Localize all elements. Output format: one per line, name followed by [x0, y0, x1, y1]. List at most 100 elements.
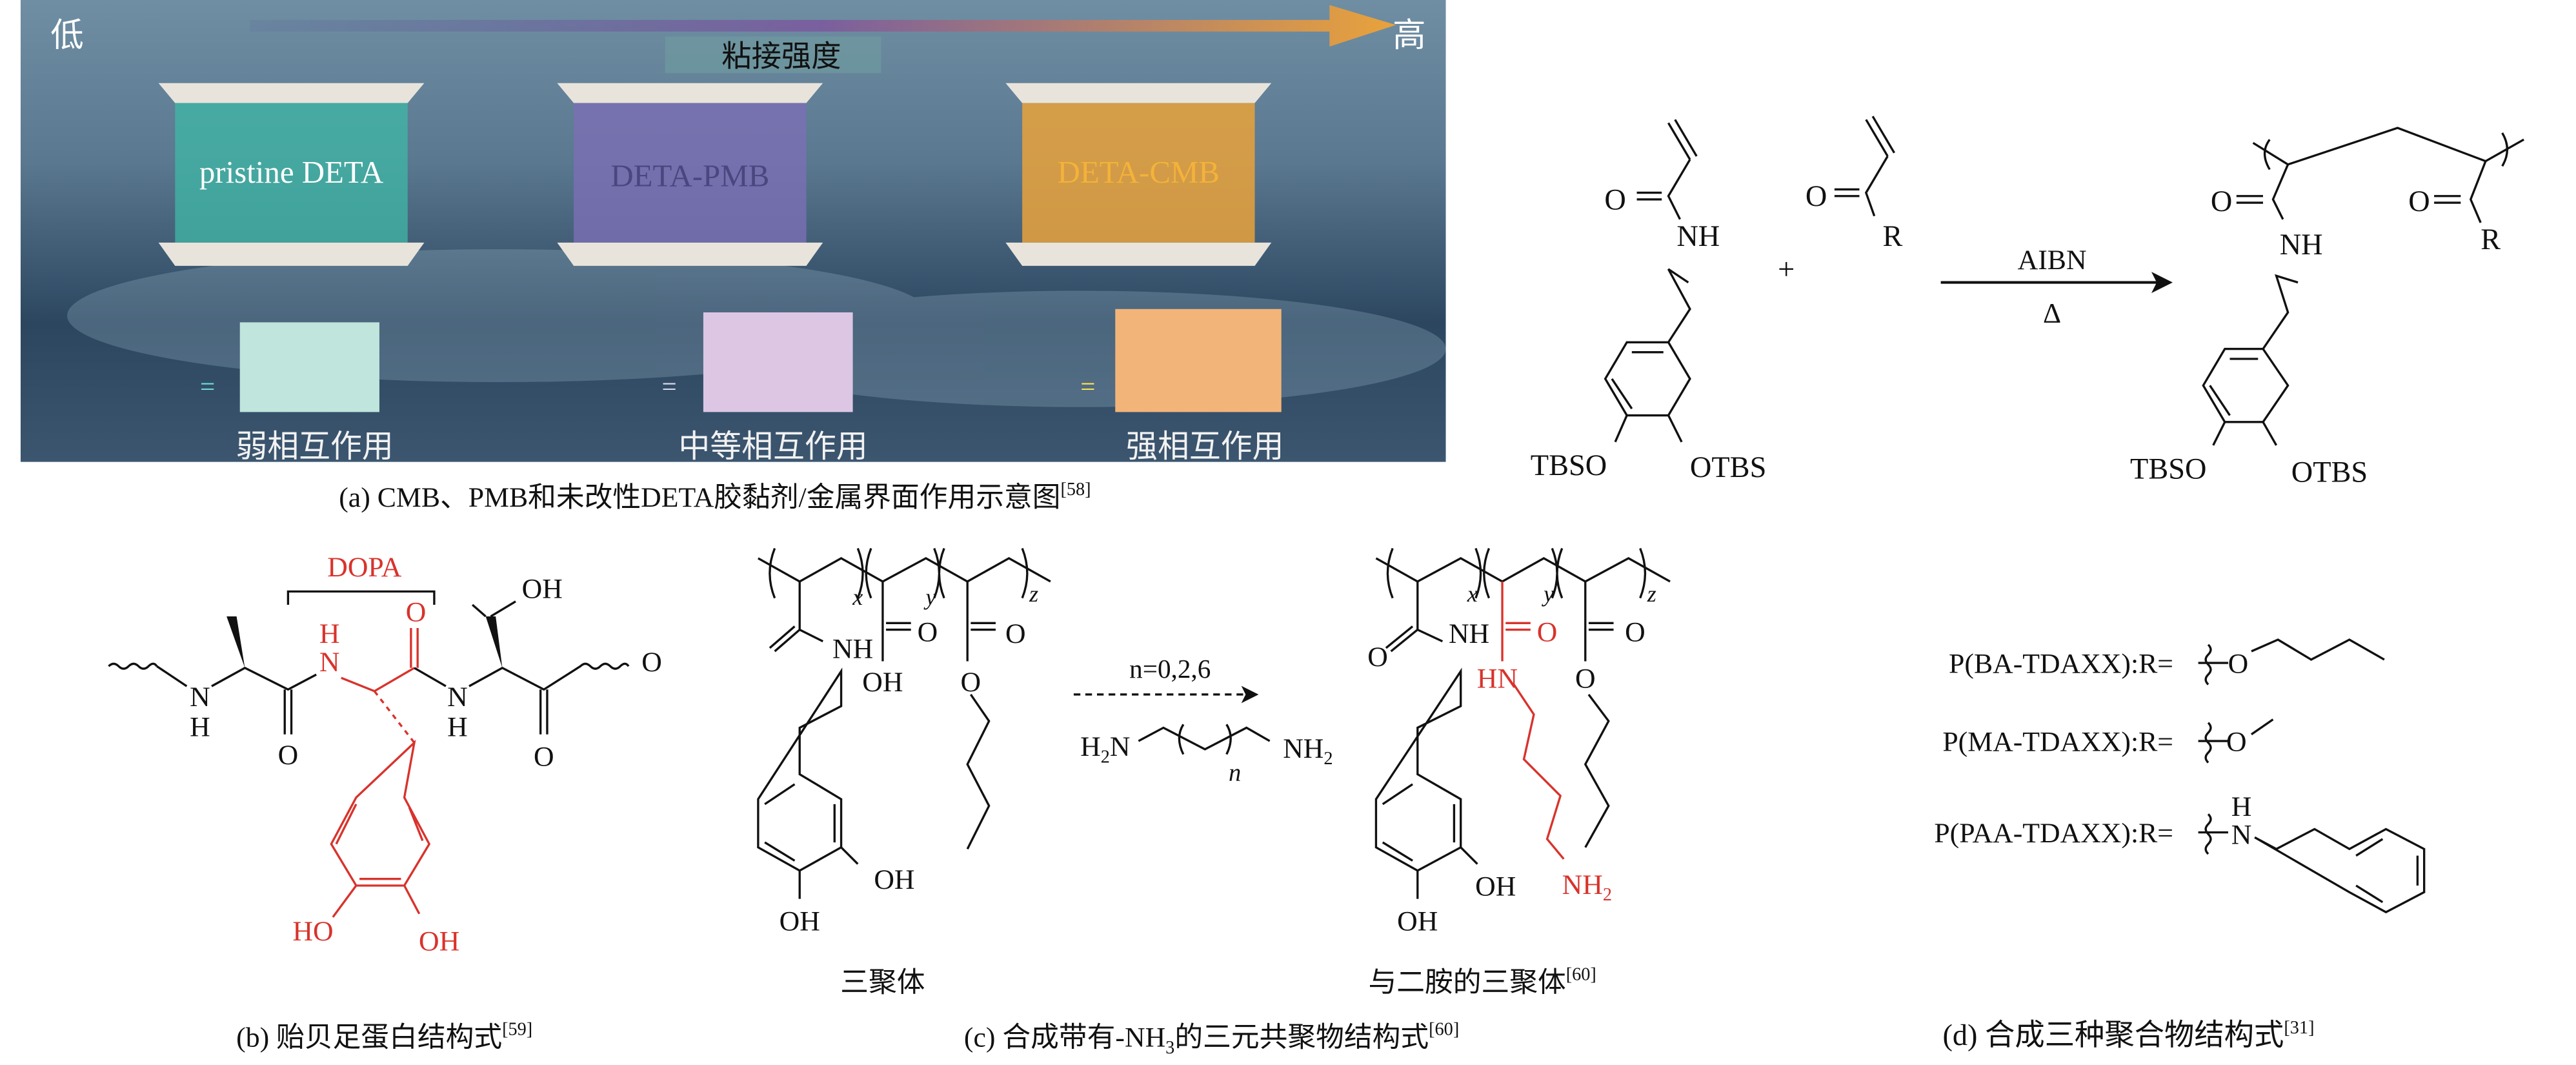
diamine: H2N n NH2 [1080, 724, 1333, 787]
atom-label: H [319, 618, 340, 649]
nh2-label: NH2 [1283, 733, 1333, 769]
atom-label: O [1367, 642, 1388, 673]
high-label: 高 [1393, 17, 1425, 54]
atom-label: NH [1449, 618, 1489, 649]
low-label: 低 [50, 17, 83, 54]
atom-label: O [2226, 726, 2247, 757]
heat-label: Δ [2043, 298, 2061, 329]
atom-label: R [1883, 220, 1903, 253]
sample-label: pristine DETA [199, 154, 383, 190]
plus-sign: + [1778, 253, 1795, 286]
panel-a: 低 高 粘接强度 pristine DETA DETA-PMB DETA-CMB… [20, 0, 1446, 513]
atom-label: NH2 [1562, 869, 1612, 905]
atom-label: N [319, 647, 340, 678]
subscript-n: n [1229, 760, 1241, 787]
atom-label: R [2480, 223, 2501, 256]
atom-label: O [918, 617, 938, 648]
atom-label: N [190, 682, 210, 713]
subscript-y: y [1542, 581, 1554, 607]
subscript-z: z [1029, 581, 1038, 607]
r-group-ma: P(MA-TDAXX):R= O [1942, 718, 2274, 764]
subscript-x: x [852, 584, 863, 610]
sample-label: DETA-PMB [610, 157, 769, 193]
atom-label: OH [862, 667, 903, 698]
polymer-label: P(MA-TDAXX):R= [1942, 726, 2173, 757]
monomer-2: O R [1806, 116, 1903, 253]
atom-label: NH [1676, 220, 1720, 253]
atom-label: N [2231, 820, 2252, 851]
atom-label: O [1537, 617, 1558, 648]
panel-b: DOPA N H O H N O N H OH O O HO OH (b) 贻贝… [108, 552, 662, 1053]
atom-label: OH [1475, 871, 1516, 902]
atom-label: HO [292, 916, 333, 947]
atom-label: HN [1477, 664, 1518, 695]
atom-label: OH [780, 906, 820, 937]
panel-d: P(BA-TDAXX):R= O P(MA-TDAXX):R= O P(PAA-… [1934, 638, 2426, 1052]
r-group-ba: P(BA-TDAXX):R= O [1949, 638, 2385, 685]
atom-label: O [278, 740, 299, 771]
sample-deta-pmb: DETA-PMB [557, 83, 823, 266]
equals-sign: = [200, 372, 215, 401]
interaction-label-medium: 中等相互作用 [678, 429, 867, 464]
atom-label: O [2408, 185, 2430, 218]
dopa-label: DOPA [327, 552, 402, 583]
atom-label: H [447, 711, 468, 742]
monomer-1: O NH TBSO OTBS [1531, 119, 1766, 484]
sample-pristine-deta: pristine DETA [158, 83, 425, 266]
caption-a: (a) CMB、PMB和未改性DETA胶黏剂/金属界面作用示意图[58] [339, 480, 1091, 513]
atom-label: O [1005, 618, 1026, 649]
atom-label: O [406, 597, 427, 628]
adhesion-strength-label: 粘接强度 [721, 41, 841, 74]
atom-label: O [1575, 664, 1596, 695]
atom-label: OTBS [1690, 451, 1766, 484]
r-group-paa: P(PAA-TDAXX):R= H N [1934, 791, 2426, 914]
polymer-label: P(PAA-TDAXX):R= [1934, 818, 2173, 849]
caption-d: (d) 合成三种聚合物结构式[31] [1942, 1018, 2314, 1052]
equals-sign: = [662, 372, 677, 401]
caption-c: (c) 合成带有-NH3的三元共聚物结构式[60] [964, 1020, 1459, 1058]
atom-label: H [2231, 791, 2252, 822]
terpolymer-diamine-label: 与二胺的三聚体[60] [1368, 965, 1596, 999]
caption-b: (b) 贻贝足蛋白结构式[59] [236, 1020, 532, 1053]
atom-label: O [2211, 185, 2232, 218]
atom-label: TBSO [1531, 449, 1607, 482]
sample-deta-cmb: DETA-CMB [1005, 83, 1272, 266]
product-polymer: O NH O R TBSO OTBS [2130, 127, 2524, 489]
h2n-label: H2N [1080, 731, 1130, 767]
dopa-bracket [287, 590, 436, 605]
subscript-z: z [1647, 581, 1656, 607]
sample-label: DETA-CMB [1058, 154, 1220, 190]
strength-arrow [250, 5, 1396, 47]
atom-label: H [190, 711, 210, 742]
equals-sign: = [1080, 372, 1095, 401]
wedge-bond [226, 616, 245, 668]
atom-label: NH [832, 633, 873, 664]
atom-label: OH [522, 574, 563, 605]
atom-label: OH [1397, 906, 1438, 937]
atom-label: O [2228, 649, 2249, 680]
inset-strong: = [1080, 309, 1282, 412]
subscript-y: y [924, 584, 936, 610]
atom-label: OTBS [2291, 456, 2368, 489]
terpolymer: x y z NH O O OH O OH OH [757, 547, 1051, 937]
atom-label: NH [2280, 228, 2323, 261]
polymerization-scheme: O NH TBSO OTBS + O R AIBN Δ O NH O R TBS [1531, 116, 2524, 489]
axis-label-bg [665, 36, 881, 74]
atom-label: O [534, 742, 554, 773]
atom-label: TBSO [2130, 452, 2206, 485]
terpolymer-with-diamine: x y z O NH O HN O O NH2 OH OH [1367, 547, 1671, 937]
interaction-label-strong: 强相互作用 [1126, 429, 1283, 464]
atom-label: N [447, 682, 468, 713]
condition-label: n=0,2,6 [1129, 654, 1211, 684]
atom-label: O [641, 647, 662, 678]
atom-label: O [1625, 617, 1645, 648]
inset-weak: = [200, 322, 379, 412]
panel-c: x y z NH O O OH O OH OH n=0,2,6 H2N n NH… [757, 547, 1671, 1058]
reagent-label: AIBN [2018, 245, 2087, 276]
interaction-label-weak: 弱相互作用 [236, 429, 393, 464]
wedge-bond [485, 616, 503, 668]
atom-label: OH [874, 864, 914, 895]
polymer-label: P(BA-TDAXX):R= [1949, 649, 2173, 680]
